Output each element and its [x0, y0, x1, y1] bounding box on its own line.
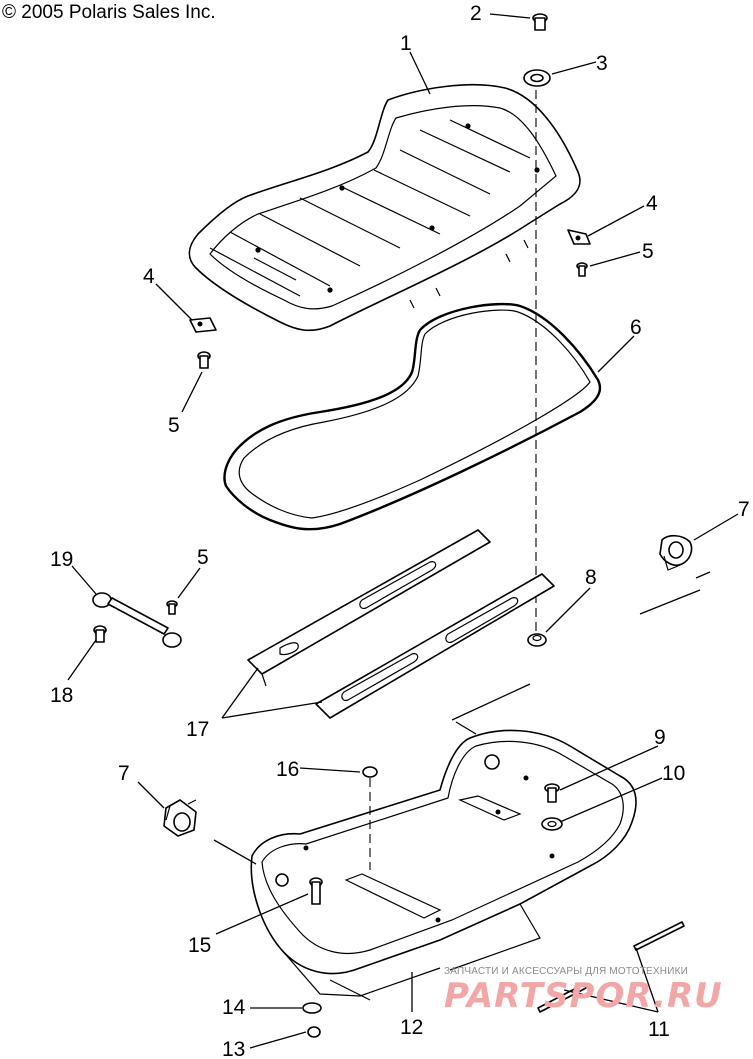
callout-15: 15 — [188, 934, 211, 957]
copyright-text: © 2005 Polaris Sales Inc. — [2, 2, 216, 23]
part-4-clip-right — [567, 229, 591, 245]
callout-14: 14 — [222, 996, 246, 1019]
part-16-plug — [362, 766, 378, 778]
callout-10: 10 — [662, 762, 685, 785]
part-7-latch-right — [659, 534, 693, 571]
callout-13: 13 — [222, 1038, 245, 1059]
part-17-bracket-lower — [315, 573, 555, 719]
part-5-screw-right — [576, 262, 588, 277]
part-18-screw — [93, 625, 107, 643]
latch-7-position-line — [639, 571, 711, 615]
callout-9: 9 — [654, 726, 666, 749]
part-3-grommet — [523, 69, 551, 87]
part-10-washer — [541, 817, 563, 831]
part-8-nut — [527, 633, 547, 647]
callout-5-left: 5 — [168, 414, 180, 437]
part-7-latch-left — [163, 799, 197, 837]
part-5-screw-middle — [166, 600, 178, 615]
callout-19: 19 — [50, 548, 73, 571]
callout-16: 16 — [276, 758, 299, 781]
box-position-line-top — [451, 683, 531, 735]
callout-12: 12 — [400, 1016, 423, 1039]
callout-18: 18 — [50, 684, 73, 707]
part-12-storage-box — [250, 729, 637, 1001]
callout-3: 3 — [596, 52, 608, 75]
callout-7-left: 7 — [118, 762, 130, 785]
callout-5-right: 5 — [642, 240, 654, 263]
part-4-clip-left — [189, 317, 217, 333]
callout-1: 1 — [400, 32, 412, 55]
leader-lines — [67, 13, 739, 1049]
part-15-bolt — [309, 877, 323, 905]
part-6-seal — [223, 302, 602, 531]
callout-2: 2 — [470, 2, 482, 25]
callout-labels: 1 2 3 4 4 5 5 5 6 7 7 8 9 10 11 12 13 14… — [50, 2, 750, 1059]
callout-5-middle: 5 — [197, 546, 209, 569]
watermark-caption: ЗАПЧАСТИ И АКСЕССУАРЫ ДЛЯ МОТОТЕХНИКИ — [444, 966, 689, 977]
part-11-strap-upper — [633, 921, 685, 951]
watermark-brand: PARTSPOR.RU — [444, 976, 723, 1016]
part-9-bolt — [544, 783, 560, 803]
callout-11: 11 — [648, 1018, 670, 1041]
callout-4-right: 4 — [646, 192, 658, 215]
part-13-nut — [307, 1026, 321, 1038]
callout-7-right: 7 — [738, 498, 750, 521]
box-position-line-left — [213, 839, 257, 865]
part-14-washer — [302, 1002, 322, 1014]
part-17-bracket-upper — [247, 529, 491, 687]
callout-17: 17 — [186, 718, 209, 741]
part-2-screw — [532, 13, 548, 31]
part-1-lid — [188, 83, 581, 332]
part-11-strap-lower — [537, 983, 587, 1013]
part-5-screw-left — [197, 351, 211, 369]
callout-8: 8 — [585, 566, 597, 589]
callout-6: 6 — [630, 316, 642, 339]
callout-4-left: 4 — [143, 265, 155, 288]
part-19-tether — [92, 592, 182, 648]
